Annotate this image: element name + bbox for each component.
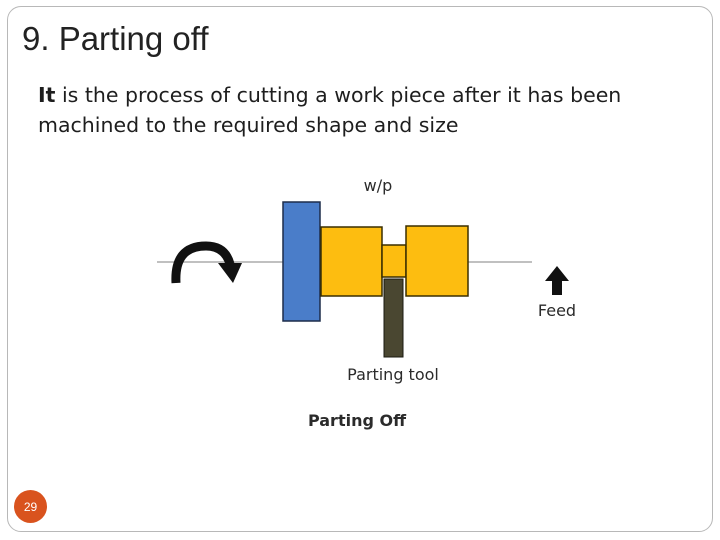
feed-arrow-icon: [545, 266, 569, 295]
workpiece-right-section: [405, 225, 469, 297]
chuck: [282, 201, 321, 322]
diagram-caption: Parting Off: [308, 411, 407, 430]
slide-number-badge: 29: [14, 490, 47, 523]
workpiece-neck: [381, 244, 407, 278]
rotation-arrow-icon: [171, 241, 242, 284]
parting-tool: [383, 278, 404, 358]
body-sentence: is the process of cutting a work piece a…: [38, 83, 622, 137]
slide-title: 9. Parting off: [22, 20, 209, 57]
workpiece-left-section: [320, 226, 383, 297]
parting-tool-label: Parting tool: [347, 365, 439, 384]
body-text: It is the process of cutting a work piec…: [38, 80, 698, 140]
workpiece-label: w/p: [364, 176, 393, 195]
body-lead-word: It: [38, 83, 56, 107]
feed-label: Feed: [538, 301, 576, 320]
